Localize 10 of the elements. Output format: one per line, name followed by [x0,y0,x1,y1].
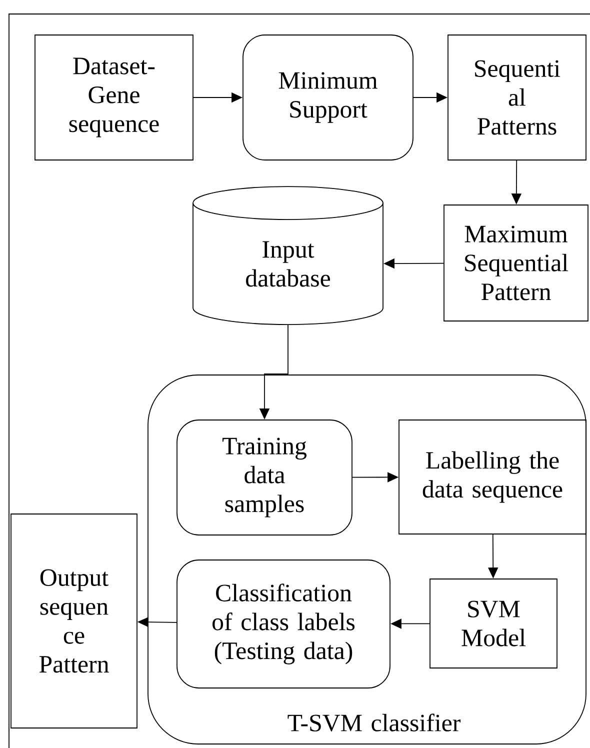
output-box: Output sequen ce Pattern [10,514,138,728]
rounded-process-box: Training data samples [176,420,352,536]
rounded-process-box: Classification of class labels (Testing data) [176,560,390,688]
database-cylinder: Input database [192,186,384,325]
process-box: SVM Model [430,578,558,668]
process-box: Sequenti al Patterns [448,34,586,160]
process-box: Maximum Sequential Pattern [444,204,588,322]
process-box: Labelling the data sequence [398,420,586,534]
rounded-process-box: Minimum Support [242,34,414,160]
process-box: Dataset-Gene sequence [34,34,194,160]
